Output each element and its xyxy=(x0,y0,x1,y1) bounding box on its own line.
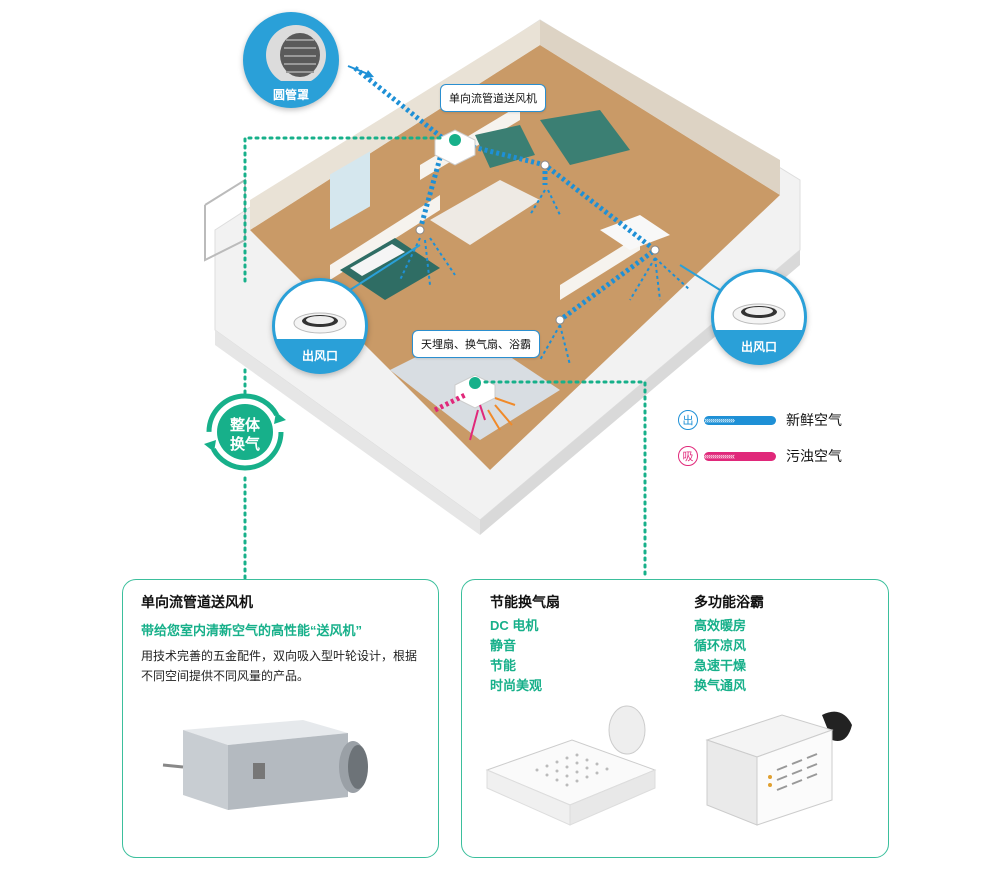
connector-lines xyxy=(243,136,721,582)
duct-fan-desc-line1: 用技术完善的五金配件，双向吸入型叶轮设计，根据 xyxy=(141,649,418,663)
house-illustration xyxy=(204,19,801,535)
dirty-air-icon: 吸 xyxy=(678,446,698,466)
bath-heater-feature-4: 换气通风 xyxy=(694,678,747,693)
ventilation-fan-product-image xyxy=(485,705,657,826)
outlet-label-right: 出风口 xyxy=(740,340,777,354)
whole-ventilation-cycle: 整体 换气 xyxy=(198,390,292,474)
energy-fan-feature-4: 时尚美观 xyxy=(490,678,543,693)
outlet-badge-right: 出风口 xyxy=(711,269,807,365)
duct-fan-callout: 单向流管道送风机 xyxy=(440,84,546,112)
energy-fan-feature-1: DC 电机 xyxy=(490,618,539,633)
duct-fan-panel: 单向流管道送风机 带给您室内清新空气的高性能“送风机” 用技术完善的五金配件，双… xyxy=(122,579,439,858)
round-hood-badge: 圆管罩 xyxy=(243,12,339,108)
legend-fresh-air: 出 ››››››››››››››› 新鲜空气 xyxy=(678,410,842,430)
energy-fan-title: 节能换气扇 xyxy=(490,594,560,610)
duct-fan-description: 用技术完善的五金配件，双向吸入型叶轮设计，根据 不同空间提供不同风量的产品。 xyxy=(141,646,431,686)
energy-fan-feature-2: 静音 xyxy=(490,638,517,653)
bath-heater-features: 高效暖房 循环凉风 急速干燥 换气通风 xyxy=(694,616,746,696)
bath-heater-feature-3: 急速干燥 xyxy=(694,658,747,673)
duct-fan-tagline: 带给您室内清新空气的高性能“送风机” xyxy=(141,623,363,638)
duct-fan-desc-line2: 不同空间提供不同风量的产品。 xyxy=(141,669,310,683)
cycle-label-line1: 整体 xyxy=(229,417,260,434)
duct-fan-title: 单向流管道送风机 xyxy=(141,594,253,610)
dirty-air-label: 污浊空气 xyxy=(786,448,842,464)
fresh-air-arrow-strip: ››››››››››››››› xyxy=(704,415,776,425)
energy-fan-features: DC 电机 静音 节能 时尚美观 xyxy=(490,616,542,696)
bath-heater-title: 多功能浴霸 xyxy=(694,594,764,610)
bath-heater-feature-1: 高效暖房 xyxy=(694,618,747,633)
fan-heater-panel: 节能换气扇 DC 电机 静音 节能 时尚美观 多功能浴霸 高效暖房 循环凉风 急… xyxy=(461,579,889,858)
outlet-label-left: 出风口 xyxy=(301,349,338,363)
legend-dirty-air: 吸 ‹‹‹‹‹‹‹‹‹‹‹‹‹‹‹ 污浊空气 xyxy=(678,446,842,466)
round-hood-icon xyxy=(246,25,336,105)
fresh-air-label: 新鲜空气 xyxy=(786,412,842,428)
outlet-icon xyxy=(275,281,365,339)
duct-fan-product-image xyxy=(162,720,368,810)
ceiling-device-callout: 天埋扇、换气扇、浴霸 xyxy=(412,330,540,358)
bath-heater-product-image xyxy=(705,711,852,826)
dirty-air-arrow-strip: ‹‹‹‹‹‹‹‹‹‹‹‹‹‹‹ xyxy=(704,451,776,461)
outlet-icon xyxy=(714,272,804,330)
outlet-badge-left: 出风口 xyxy=(272,278,368,374)
fresh-air-icon: 出 xyxy=(678,410,698,430)
round-hood-label: 圆管罩 xyxy=(272,88,309,102)
cycle-label-line2: 换气 xyxy=(229,436,260,453)
energy-fan-feature-3: 节能 xyxy=(490,658,517,673)
cycle-arrows-icon xyxy=(204,393,286,471)
bath-heater-feature-2: 循环凉风 xyxy=(694,638,747,653)
